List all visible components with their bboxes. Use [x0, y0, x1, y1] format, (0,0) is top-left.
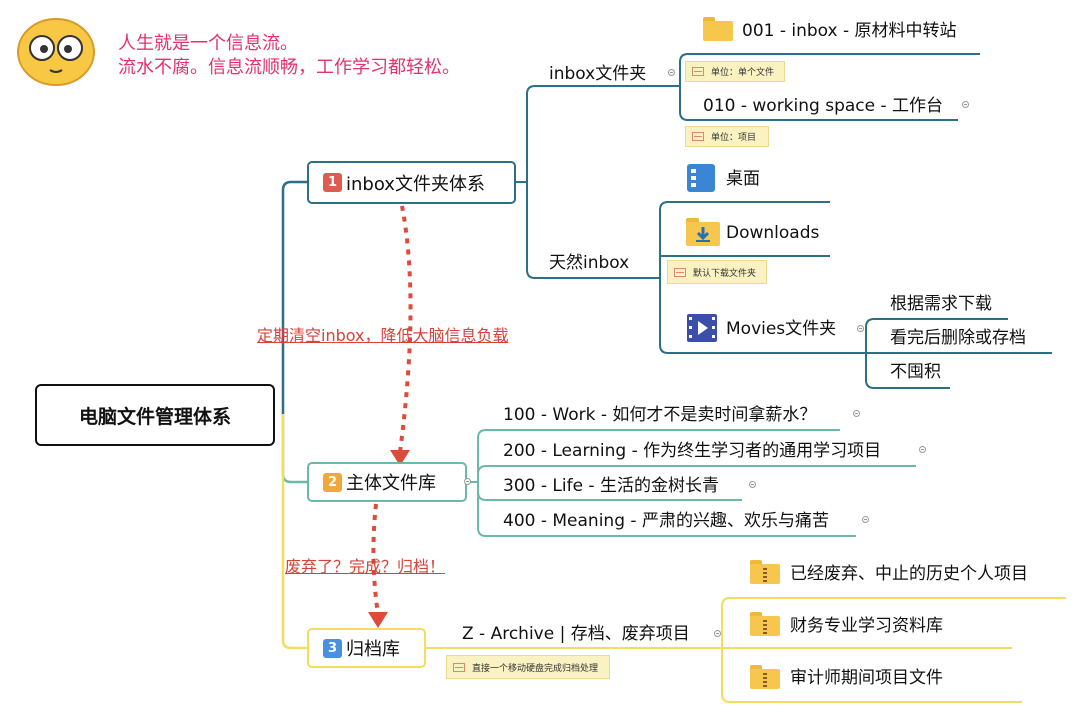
note-text: 默认下载文件夹	[693, 268, 757, 279]
branch-inbox-label: inbox文件夹体系	[346, 173, 485, 195]
cat-emoji-icon	[17, 18, 95, 86]
downloads-folder-icon	[686, 218, 720, 246]
main-item-300[interactable]: 300 - Life - 生活的金树长青	[503, 476, 719, 496]
branch-main-label: 主体文件库	[346, 473, 436, 494]
badge-3: 3	[323, 638, 342, 658]
folder-icon	[703, 17, 733, 41]
note-text: 直接一个移动硬盘完成归档处理	[472, 663, 599, 674]
quote-line-1: 人生就是一个信息流。	[118, 33, 298, 54]
zip-folder-icon	[750, 665, 780, 689]
movies-icon	[687, 314, 717, 342]
branch-main-library[interactable]: 2 主体文件库	[307, 462, 467, 502]
note-project: 单位：项目	[685, 126, 769, 147]
main-item-400[interactable]: 400 - Meaning - 严肃的兴趣、欢乐与痛苦	[503, 511, 829, 531]
archive-item-2[interactable]: 财务专业学习资料库	[790, 616, 943, 636]
zip-folder-icon	[750, 560, 780, 584]
note-archive-disk: 直接一个移动硬盘完成归档处理	[446, 655, 610, 679]
badge-1: 1	[323, 173, 342, 192]
movies-child-2[interactable]: 看完后删除或存档	[890, 328, 1026, 348]
movies-child-3[interactable]: 不囤积	[890, 362, 941, 382]
quote-line-2: 流水不腐。信息流顺畅，工作学习都轻松。	[118, 57, 460, 78]
movies-child-1[interactable]: 根据需求下载	[890, 294, 992, 314]
expand-toggle-icon[interactable]	[749, 481, 756, 488]
expand-toggle-icon[interactable]	[862, 516, 869, 523]
archive-item-1[interactable]: 已经废弃、中止的历史个人项目	[790, 564, 1028, 584]
annotation-clear-inbox: 定期清空inbox，降低大脑信息负载	[257, 326, 509, 345]
note-icon	[674, 267, 686, 277]
note-single-file: 单位：单个文件	[685, 61, 785, 82]
desktop-icon	[687, 164, 715, 192]
inbox-folder-node[interactable]: inbox文件夹	[549, 64, 647, 84]
branch-archive[interactable]: 3 归档库	[307, 628, 426, 668]
collapse-toggle-icon[interactable]	[857, 325, 864, 332]
badge-2: 2	[323, 472, 342, 492]
inbox-item-010[interactable]: 010 - working space - 工作台	[703, 96, 944, 116]
inbox-item-001[interactable]: 001 - inbox - 原材料中转站	[742, 21, 957, 41]
annotation-archive: 废弃了？完成？归档！	[285, 557, 446, 576]
movies-node[interactable]: Movies文件夹	[726, 319, 837, 339]
collapse-toggle-icon[interactable]	[714, 630, 721, 637]
natural-inbox-node[interactable]: 天然inbox	[549, 253, 630, 273]
branch-archive-label: 归档库	[346, 639, 400, 660]
main-item-100[interactable]: 100 - Work - 如何才不是卖时间拿薪水？	[503, 405, 817, 425]
expand-toggle-icon[interactable]	[919, 446, 926, 453]
note-icon	[692, 67, 704, 76]
collapse-toggle-icon[interactable]	[668, 69, 675, 76]
expand-toggle-icon[interactable]	[853, 410, 860, 417]
branch-inbox[interactable]: 1 inbox文件夹体系	[307, 161, 516, 204]
zip-folder-icon	[750, 612, 780, 636]
note-default-download: 默认下载文件夹	[667, 260, 767, 284]
note-icon	[692, 132, 704, 141]
archive-node[interactable]: Z - Archive | 存档、废弃项目	[462, 624, 690, 644]
note-text: 单位：单个文件	[711, 68, 775, 78]
expand-toggle-icon[interactable]	[962, 101, 969, 108]
collapse-toggle-icon[interactable]	[464, 478, 471, 485]
desktop-node[interactable]: 桌面	[726, 169, 760, 189]
main-item-200[interactable]: 200 - Learning - 作为终生学习者的通用学习项目	[503, 441, 882, 461]
archive-item-3[interactable]: 审计师期间项目文件	[790, 668, 943, 688]
root-node[interactable]: 电脑文件管理体系	[35, 384, 275, 446]
downloads-node[interactable]: Downloads	[726, 223, 820, 243]
note-icon	[453, 662, 465, 672]
note-text: 单位：项目	[711, 133, 757, 143]
